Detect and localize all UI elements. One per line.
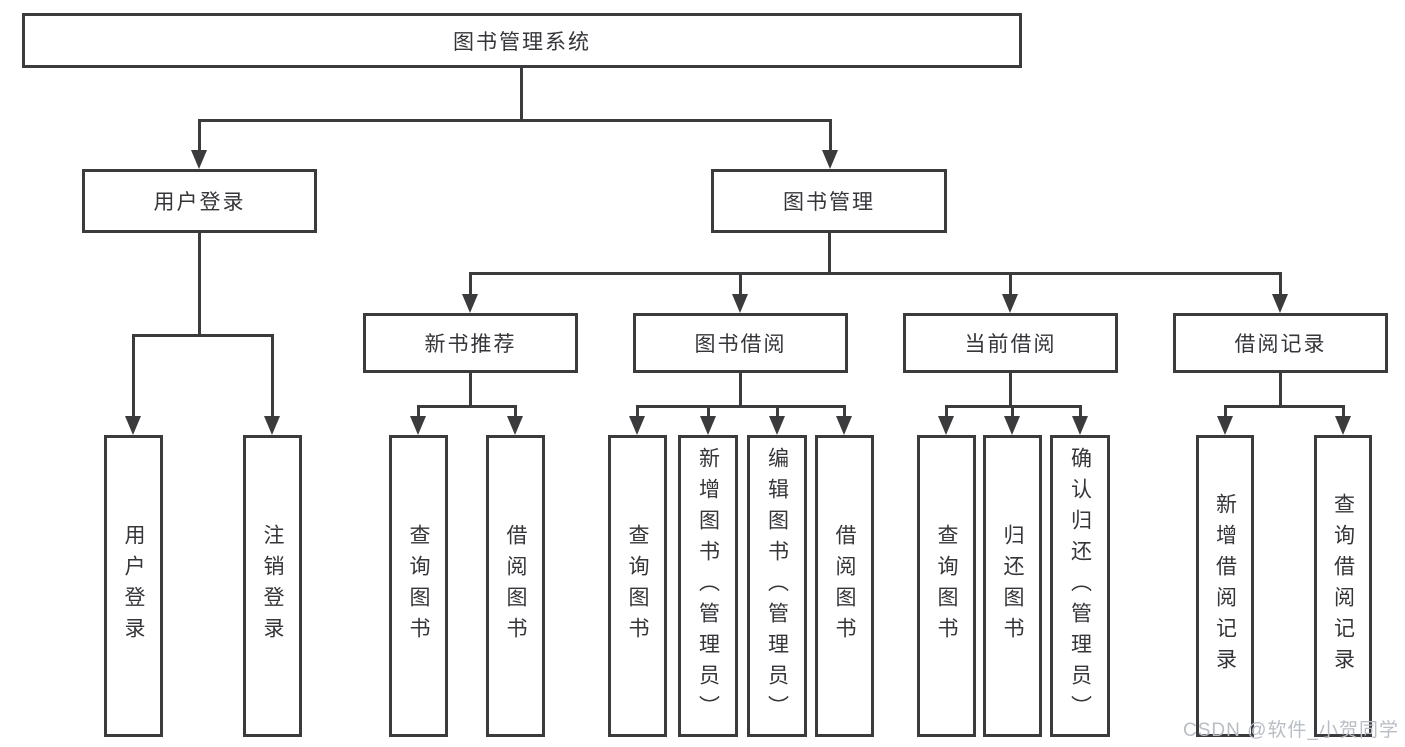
- connector-drop: [1078, 406, 1082, 420]
- connector-stub: [1008, 373, 1012, 408]
- diagram-node-root: 图书管理系统: [22, 13, 1022, 68]
- arrowhead-icon: [822, 150, 838, 169]
- diagram-node-user-login: 用户登录: [104, 435, 163, 737]
- node-label: 图书管理系统: [453, 30, 591, 54]
- diagram-node-query-books-borrow: 查询图书: [608, 435, 667, 737]
- node-label: 查询借阅记录: [1331, 493, 1355, 679]
- node-label: 借阅图书: [504, 524, 527, 648]
- connector-drop: [1010, 406, 1014, 420]
- arrowhead-icon: [700, 416, 716, 435]
- node-label: 归还图书: [1001, 524, 1024, 648]
- diagram-node-edit-books-admin: 编辑图书（管理员）: [747, 435, 807, 737]
- connector-drop: [775, 406, 779, 420]
- arrowhead-icon: [507, 416, 523, 435]
- arrowhead-icon: [1004, 416, 1020, 435]
- arrowhead-icon: [1335, 416, 1351, 435]
- node-label: 新书推荐: [424, 333, 517, 356]
- diagram-node-new-book-recommend: 新书推荐: [363, 313, 578, 373]
- arrowhead-icon: [836, 416, 852, 435]
- node-label: 当前借阅: [964, 333, 1057, 356]
- arrowhead-icon: [125, 416, 141, 435]
- diagram-node-query-books-current: 查询图书: [917, 435, 976, 737]
- node-label: 图书管理: [783, 191, 875, 214]
- connector-drop: [1341, 406, 1345, 420]
- connector-stub: [197, 233, 201, 337]
- node-label: 新增借阅记录: [1213, 493, 1237, 679]
- diagram-node-user-login-group: 用户登录: [82, 169, 317, 233]
- arrowhead-icon: [629, 416, 645, 435]
- connector-branch: [197, 118, 832, 122]
- diagram-node-borrow-books-rec: 借阅图书: [486, 435, 545, 737]
- diagram-node-return-books: 归还图书: [983, 435, 1042, 737]
- connector-drop: [468, 273, 472, 298]
- arrowhead-icon: [264, 416, 280, 435]
- node-label: 图书借阅: [694, 333, 787, 356]
- arrowhead-icon: [769, 416, 785, 435]
- diagram-node-borrowing-records: 借阅记录: [1173, 313, 1388, 373]
- csdn-watermark: CSDN @软件_小贺同学: [1183, 720, 1399, 741]
- diagram-node-book-management: 图书管理: [711, 169, 947, 233]
- connector-drop: [1008, 273, 1012, 298]
- node-label: 编辑图书（管理员）: [765, 446, 789, 726]
- arrowhead-icon: [732, 294, 748, 313]
- diagram-node-confirm-return-admin: 确认归还（管理员）: [1050, 435, 1110, 737]
- connector-drop: [1278, 273, 1282, 298]
- connector-drop: [635, 406, 639, 420]
- diagram-node-add-borrow-record: 新增借阅记录: [1196, 435, 1254, 737]
- connector-stub: [519, 68, 523, 122]
- node-label: 新增图书（管理员）: [696, 446, 720, 726]
- arrowhead-icon: [1002, 294, 1018, 313]
- arrowhead-icon: [1072, 416, 1088, 435]
- diagram-node-borrow-books-borrow: 借阅图书: [815, 435, 874, 737]
- node-label: 借阅图书: [833, 524, 856, 648]
- node-label: 查询图书: [935, 524, 958, 648]
- diagram-node-book-borrowing: 图书借阅: [633, 313, 848, 373]
- arrowhead-icon: [191, 150, 207, 169]
- arrowhead-icon: [938, 416, 954, 435]
- connector-drop: [1223, 406, 1227, 420]
- connector-branch: [635, 404, 846, 408]
- connector-drop: [513, 406, 517, 420]
- connector-branch: [416, 404, 517, 408]
- connector-drop: [416, 406, 420, 420]
- connector-branch: [131, 333, 274, 337]
- arrowhead-icon: [410, 416, 426, 435]
- arrowhead-icon: [1272, 294, 1288, 313]
- connector-branch: [1223, 404, 1345, 408]
- connector-drop: [706, 406, 710, 420]
- diagram-node-query-books-rec: 查询图书: [389, 435, 448, 737]
- diagram-node-add-books-admin: 新增图书（管理员）: [678, 435, 738, 737]
- connector-stub: [738, 373, 742, 408]
- connector-branch: [468, 271, 1282, 275]
- node-label: 借阅记录: [1234, 333, 1327, 356]
- node-label: 注销登录: [261, 524, 284, 648]
- diagram-node-logout: 注销登录: [243, 435, 302, 737]
- connector-drop: [944, 406, 948, 420]
- node-label: 确认归还（管理员）: [1068, 446, 1092, 726]
- connector-stub: [468, 373, 472, 408]
- connector-drop: [197, 120, 201, 154]
- arrowhead-icon: [1217, 416, 1233, 435]
- diagram-node-query-borrow-record: 查询借阅记录: [1314, 435, 1372, 737]
- connector-drop: [828, 120, 832, 154]
- connector-stub: [827, 233, 831, 275]
- node-label: 查询图书: [407, 524, 430, 648]
- connector-drop: [131, 335, 135, 420]
- node-label: 用户登录: [122, 524, 145, 648]
- diagram-node-current-borrowing: 当前借阅: [903, 313, 1118, 373]
- node-label: 查询图书: [626, 524, 649, 648]
- connector-drop: [270, 335, 274, 420]
- node-label: 用户登录: [153, 191, 246, 214]
- connector-drop: [738, 273, 742, 298]
- connector-drop: [842, 406, 846, 420]
- connector-stub: [1278, 373, 1282, 408]
- arrowhead-icon: [462, 294, 478, 313]
